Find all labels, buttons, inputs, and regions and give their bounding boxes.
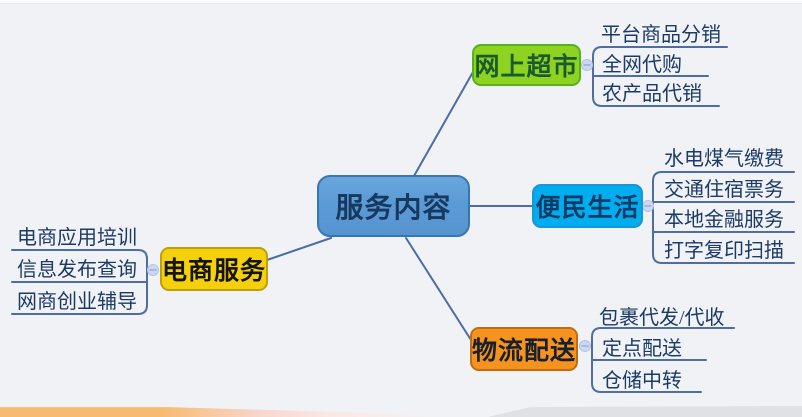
leaf-topic[interactable]: 农产品代销 (602, 83, 702, 105)
leaf-topic[interactable]: 包裹代发/代收 (599, 307, 725, 329)
branch-node-ecommerce-service[interactable]: 电商服务 (160, 247, 268, 291)
leaf-topic[interactable]: 本地金融服务 (664, 209, 784, 231)
collapse-handles (147, 59, 654, 352)
top-edge-stripe (0, 0, 802, 4)
branch-line-logistics-delivery (405, 237, 472, 341)
leaf-topic[interactable]: 定点配送 (602, 338, 682, 360)
collapse-handle-online-supermarket[interactable] (581, 59, 593, 71)
leaf-bracket-logistics-delivery (591, 327, 735, 393)
collapse-handle-convenience-life[interactable] (642, 200, 654, 212)
leaf-topic[interactable]: 信息发布查询 (17, 259, 137, 281)
leaf-topic[interactable]: 网商创业辅导 (17, 291, 137, 313)
branch-line-ecommerce-service (266, 237, 332, 261)
leaf-topic[interactable]: 打字复印扫描 (664, 240, 784, 262)
leaf-bracket-convenience-life (652, 171, 795, 264)
leaf-bracket-ecommerce-service (11, 249, 148, 315)
leaf-topic[interactable]: 全网代购 (602, 54, 682, 76)
central-topic-node[interactable]: 服务内容 (317, 175, 470, 237)
branch-node-online-supermarket[interactable]: 网上超市 (472, 44, 581, 86)
leaf-topic[interactable]: 平台商品分销 (601, 24, 721, 46)
branch-node-logistics-delivery[interactable]: 物流配送 (470, 327, 578, 371)
leaf-topic[interactable]: 电商应用培训 (17, 227, 137, 249)
branch-line-online-supermarket (413, 71, 474, 177)
leaf-topic[interactable]: 交通住宿票务 (664, 179, 784, 201)
leaf-bracket-online-supermarket (592, 46, 728, 107)
leaf-topic[interactable]: 仓储中转 (602, 370, 682, 392)
collapse-handle-logistics-delivery[interactable] (579, 340, 591, 352)
bottom-band-orange (0, 407, 470, 417)
branch-node-convenience-life[interactable]: 便民生活 (532, 184, 643, 228)
leaf-topic[interactable]: 水电煤气缴费 (664, 148, 784, 170)
collapse-handle-ecommerce-service[interactable] (147, 264, 159, 276)
bottom-band-gray (488, 406, 802, 417)
